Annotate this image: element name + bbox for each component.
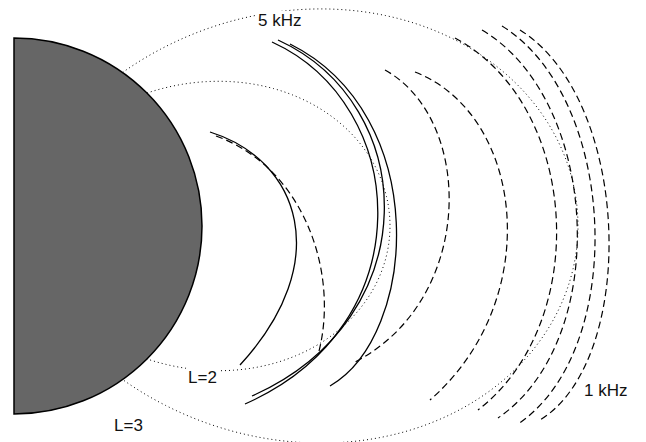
l-shell-label: L=2 [186,368,219,387]
frequency-label: 1 kHz [582,381,629,400]
ray-dashed [482,30,577,418]
l-shell-label: L=3 [112,416,145,435]
ray-dashed [415,72,507,400]
rays-1khz [216,26,609,424]
earth [14,38,202,414]
ray-solid [210,132,296,365]
frequency-label: 5 kHz [256,11,303,30]
ray-dashed [502,26,595,424]
dipole-field-line [123,9,578,442]
ray-solid [290,44,397,386]
ray-solid [252,40,384,396]
rays-5khz [210,40,397,404]
ray-dashed [355,70,449,362]
field-lines [123,9,578,442]
ray-dashed [455,38,557,410]
ray-dashed [520,30,609,420]
dipole-field-line [147,81,390,370]
ray-solid [245,42,378,404]
ray-dashed [216,136,324,355]
